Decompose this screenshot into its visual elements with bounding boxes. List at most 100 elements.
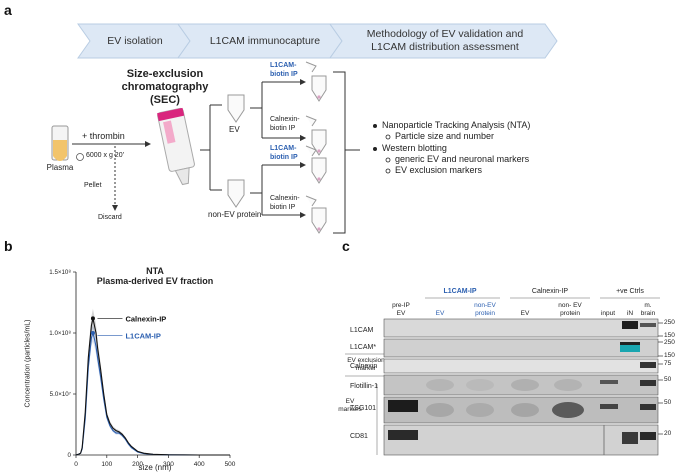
step-ev-isolation: EV isolation: [107, 35, 163, 47]
row-label-calnexin: Calnexin: [350, 363, 378, 370]
spin-icon: [76, 153, 84, 161]
row-label-l1cam: L1CAM: [350, 327, 374, 334]
discard-label: Discard: [98, 214, 122, 221]
mw-20: 20: [664, 430, 672, 437]
ev-label: EV: [229, 125, 240, 134]
excl-label-1: EV exclusion: [347, 357, 385, 364]
mw-150-a: 150: [664, 332, 675, 339]
calnexin-ip-label-2a: Calnexin-: [270, 195, 300, 202]
ev-markers-label-2: markers: [338, 406, 362, 413]
l1cam-ip-label-1a: L1CAM-: [270, 62, 297, 69]
calnexin-ip-label-2b: biotin IP: [270, 204, 296, 211]
mw-75: 75: [664, 360, 672, 367]
spin-label: 6000 x g 20': [86, 152, 124, 159]
x-tick-label: 300: [163, 461, 174, 468]
y-tick-label: 0: [68, 452, 72, 459]
lane-ev-l1cam: EV: [435, 310, 445, 317]
bullet-exclusion-markers: EV exclusion markers: [395, 165, 483, 175]
ev-tube-icon: [227, 94, 245, 123]
row-label-l1cam-star: L1CAM*: [350, 344, 377, 351]
x-tick-label: 500: [225, 461, 236, 468]
mw-50-a: 50: [664, 376, 672, 383]
chart-xlabel: size (nm): [138, 463, 172, 472]
pellet-label: Pellet: [84, 182, 102, 189]
plasma-label: Plasma: [46, 163, 74, 172]
step-methodology-line1: Methodology of EV validation and: [366, 28, 524, 40]
mw-250-a: 250: [664, 319, 675, 326]
chart-subtitle: Plasma-derived EV fraction: [96, 276, 214, 286]
mw-250-b: 250: [664, 339, 675, 346]
ev-ip-lines: [250, 81, 305, 138]
calnexin-ip-label-1a: Calnexin-: [270, 116, 300, 123]
ev-markers-label-1: EV: [345, 398, 355, 405]
blot-calnexin: [383, 358, 659, 374]
chart-title: NTA: [146, 266, 164, 276]
sec-title-line1: Size-exclusion: [126, 68, 204, 80]
lane-preip-1: pre-IP: [392, 302, 410, 309]
non-ev-tube-icon: [227, 179, 245, 208]
lane-input: input: [600, 310, 616, 317]
x-tick-label: 400: [194, 461, 205, 468]
sec-title-line3: (SEC): [150, 94, 180, 106]
annotation-label: L1CAM-IP: [125, 331, 160, 340]
peak-point-l1cam-ip: [90, 331, 95, 335]
x-tick-label: 100: [101, 461, 112, 468]
lane-brain-2: brain: [640, 310, 656, 317]
l1cam-ip-label-1b: biotin IP: [270, 71, 298, 78]
l1cam-ip-label-2a: L1CAM-: [270, 145, 297, 152]
peak-point-calnexin-ip: [90, 316, 95, 321]
group-calnexin-ip: Calnexin-IP: [531, 288, 569, 295]
non-ev-ip-lines: [250, 165, 263, 215]
workflow-diagram: [51, 61, 391, 234]
group-ctrls: +ve Ctrls: [616, 288, 644, 295]
blot-l1cam-star: [383, 338, 659, 358]
lane-nonev-l1cam-2: protein: [475, 310, 495, 317]
panel-b-letter: b: [4, 238, 13, 254]
lane-nonev-l1cam-1: non-EV: [474, 302, 496, 309]
panel-c-letter: c: [342, 238, 350, 254]
mw-50-b: 50: [664, 399, 672, 406]
series-line-calnexin-ip: [75, 318, 230, 456]
results-bracket: [333, 71, 360, 234]
y-tick-label: 1.0×10⁸: [49, 330, 71, 337]
bullet-nta: Nanoparticle Tracking Analysis (NTA): [382, 120, 531, 130]
nta-chart: 0 100 200 300 400 500 0 5.0×10⁷ 1.0×10⁸ 1.5×10⁸ Ca…: [49, 269, 236, 468]
y-tick-label: 1.5×10⁸: [49, 269, 71, 276]
step-l1cam-immunocapture: L1CAM immunocapture: [209, 35, 321, 47]
thrombin-label: + thrombin: [82, 131, 125, 141]
sec-branch-lines: [200, 104, 222, 191]
workflow-chevrons: [77, 23, 558, 59]
blot-cd81: [383, 424, 659, 456]
x-tick-label: 0: [74, 461, 78, 468]
non-ev-label: non-EV protein: [208, 210, 262, 219]
mw-150-b: 150: [664, 352, 675, 359]
blot-l1cam: [383, 318, 659, 338]
annotation-label: Calnexin-IP: [125, 314, 166, 323]
lane-preip-2: EV: [396, 310, 406, 317]
lane-brain-1: m.: [644, 302, 652, 309]
panel-a-letter: a: [4, 2, 12, 18]
bullet-generic-markers: generic EV and neuronal markers: [395, 154, 530, 164]
bullet-western: Western blotting: [382, 143, 447, 153]
sec-title-line2: chromatography: [121, 81, 209, 93]
row-label-tsg101: TSG101: [350, 405, 377, 412]
chevron-step-3: [329, 23, 558, 59]
excl-label-2: marker: [355, 365, 377, 372]
calnexin-ip-label-1b: biotin IP: [270, 125, 296, 132]
lane-nonev-calnexin-1: non- EV: [558, 302, 582, 309]
row-label-flotillin: Flotillin-1: [350, 383, 379, 390]
lane-nonev-calnexin-2: protein: [560, 310, 580, 317]
x-tick-label: 200: [132, 461, 143, 468]
row-label-cd81: CD81: [350, 433, 368, 440]
lane-in: iN: [626, 310, 634, 317]
y-tick-label: 5.0×10⁷: [50, 391, 71, 398]
plasma-tube-icon: [51, 125, 69, 161]
group-l1cam-ip: L1CAM-IP: [443, 288, 477, 295]
ip-tube-icons: [305, 61, 327, 234]
step-methodology-line2: L1CAM distribution assessment: [371, 41, 519, 53]
lane-ev-calnexin: EV: [520, 310, 530, 317]
sec-column-icon: [157, 107, 195, 186]
l1cam-ip-label-2b: biotin IP: [270, 154, 298, 161]
